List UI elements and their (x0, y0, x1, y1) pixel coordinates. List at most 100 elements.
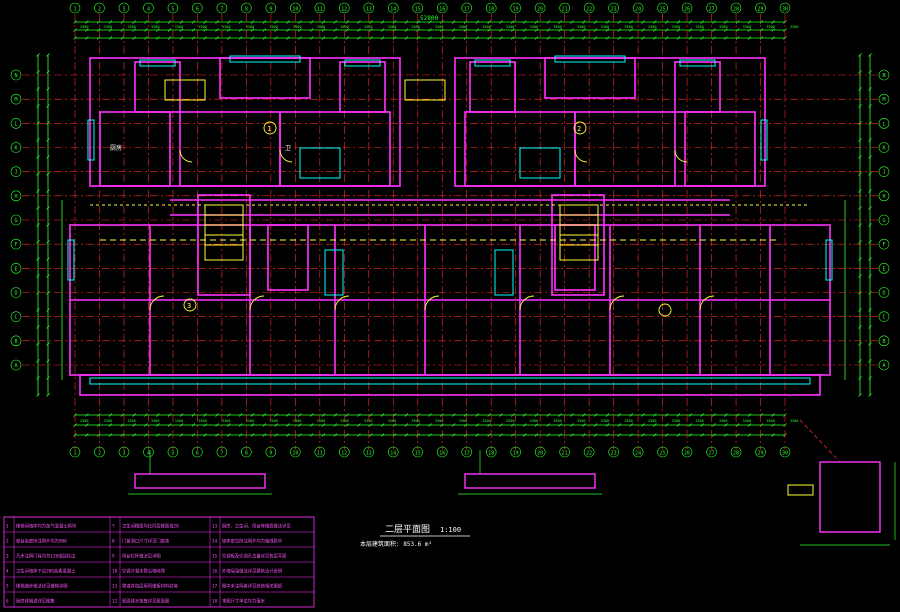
axis-bubble-top (559, 2, 570, 14)
drawing-scale: 1:100 (440, 526, 461, 534)
axis-label-top: 19 (513, 7, 519, 13)
axis-bubble-left (10, 69, 22, 81)
dimension-text: 3300 (530, 25, 538, 29)
axis-bubble-top (241, 2, 252, 14)
axis-bubble-left (10, 335, 22, 347)
dimension-text: 3300 (364, 419, 372, 423)
axis-label-bottom: 21 (562, 451, 568, 457)
note-cell: 5 (6, 584, 9, 590)
axis-bubble-top (608, 2, 619, 14)
note-cell: 3 (6, 554, 9, 560)
dimension-text: 3300 (506, 419, 514, 423)
axis-bubble-bottom (241, 446, 252, 458)
axis-bubble-bottom (681, 446, 693, 458)
note-cell: 阳台栏杆做法见详图 (122, 553, 161, 560)
axis-label-bottom: 22 (586, 451, 592, 457)
axis-label-top: 26 (684, 7, 690, 13)
axis-label-top: 13 (366, 7, 372, 13)
axis-label-bottom: 23 (611, 451, 617, 457)
dimension-text: 3300 (293, 419, 301, 423)
axis-label-bottom: 11 (317, 451, 323, 457)
note-cell: 凡未注明门垛均为120或贴柱边 (16, 553, 76, 560)
axis-bubble-right (878, 238, 890, 250)
axis-label-right: M (882, 97, 885, 103)
axis-label-bottom: 20 (537, 451, 543, 457)
axis-label-top: 9 (269, 7, 272, 13)
axis-label-bottom: 6 (196, 451, 199, 457)
door-swings (149, 149, 715, 311)
note-cell: 16 (212, 569, 218, 575)
axis-bubble-top (412, 2, 424, 14)
dimension-text: 3300 (388, 419, 396, 423)
note-cell: 14 (212, 539, 218, 545)
axis-label-top: 17 (464, 7, 470, 13)
axis-label-right: A (882, 363, 885, 369)
axis-label-bottom: 7 (220, 451, 223, 457)
dimension-text: 3300 (743, 419, 751, 423)
axis-bubble-top (779, 2, 791, 14)
dimension-text: 3300 (766, 419, 774, 423)
axis-bubble-top (94, 2, 105, 14)
axis-label-bottom: 30 (782, 451, 788, 457)
axis-bubble-bottom (216, 446, 228, 458)
axis-label-right: G (882, 218, 885, 224)
dimension-text: 3300 (459, 419, 467, 423)
dimension-text: 3300 (672, 419, 680, 423)
walls (69, 57, 831, 396)
dimension-text: 3300 (766, 25, 774, 29)
axis-bubble-bottom (265, 446, 277, 458)
dimension-text: 3300 (648, 25, 656, 29)
axis-bubble-bottom (461, 446, 473, 458)
axis-label-right: C (882, 315, 885, 321)
axis-label-left: F (14, 242, 17, 248)
dimension-text: 3300 (269, 419, 277, 423)
axis-bubble-bottom (485, 446, 497, 458)
axis-bubble-top (216, 2, 228, 14)
axis-bubble-top (436, 2, 448, 14)
axis-bubble-left (10, 118, 22, 129)
dimension-text: 3300 (127, 25, 135, 29)
axis-bubble-top (167, 2, 179, 14)
axis-label-bottom: 13 (366, 451, 372, 457)
axis-label-bottom: 12 (341, 451, 347, 457)
axis-bubble-top (363, 2, 375, 14)
axis-bubble-top (314, 2, 326, 14)
note-cell: 楼梯踏步做法详见楼梯详图 (16, 583, 68, 590)
dimension-text: 3300 (648, 419, 656, 423)
dimension-text: 3300 (104, 25, 112, 29)
axis-label-bottom: 28 (733, 451, 739, 457)
axis-label-bottom: 10 (292, 451, 298, 457)
axis-bubble-top (510, 2, 521, 14)
axis-label-left: L (14, 121, 17, 127)
axis-bubble-right (878, 359, 890, 371)
note-cell: 屋面排水坡度详见屋面图 (122, 598, 169, 605)
axis-bubble-bottom (706, 446, 717, 458)
note-cell: 10 (112, 569, 118, 575)
axis-bubble-top (192, 2, 203, 14)
axis-label-left: C (14, 315, 17, 321)
axis-label-top: 4 (147, 7, 150, 13)
axis-bubble-bottom (412, 446, 424, 458)
axis-bubble-left (10, 142, 22, 153)
furniture-and-fixtures (90, 79, 810, 261)
unit-mark-b: 2 (577, 125, 581, 133)
axis-bubble-left (10, 311, 22, 322)
axis-bubble-bottom (559, 446, 570, 458)
axis-bubble-right (878, 190, 890, 202)
axis-label-left: G (14, 218, 17, 224)
drawing-title: 二层平面图 (385, 524, 430, 535)
axis-bubble-bottom (143, 446, 154, 458)
axis-label-top: 29 (758, 7, 764, 13)
dimension-text: 3300 (175, 25, 183, 29)
axis-label-bottom: 25 (660, 451, 666, 457)
dimension-text: 3300 (459, 25, 467, 29)
detail-section-1 (128, 450, 272, 495)
room-label-kitchen: 厨房 (110, 144, 122, 152)
axis-label-left: A (14, 363, 17, 369)
axis-bubble-right (878, 214, 890, 226)
drawing-area-note: 本层建筑面积: 853.6 m² (360, 540, 432, 548)
axis-label-bottom: 16 (439, 451, 445, 457)
axis-label-top: 5 (171, 7, 174, 13)
